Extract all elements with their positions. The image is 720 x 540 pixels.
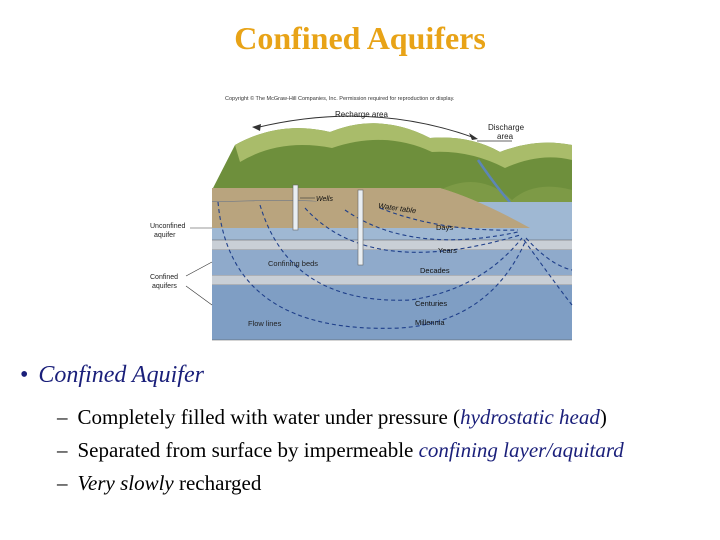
confining-bed-2 xyxy=(212,275,572,285)
unconfined-aquifer-label: Unconfined xyxy=(150,223,186,230)
flow-line-millennia xyxy=(217,201,527,329)
dash-icon: – xyxy=(57,438,68,462)
sub-bullet-2: –Separated from surface by impermeable c… xyxy=(57,438,624,462)
well-2 xyxy=(357,189,364,266)
main-bullet-text: Confined Aquifer xyxy=(38,362,204,388)
main-bullet: • Confined Aquifer xyxy=(20,362,710,389)
copyright-note: Copyright © The McGraw-Hill Companies, I… xyxy=(225,95,455,102)
recharge-arrow-right xyxy=(469,133,478,140)
days-label: Days xyxy=(436,223,453,232)
confined-aquifer-1 xyxy=(212,250,572,275)
dash-icon: – xyxy=(57,405,68,429)
page-title: Confined Aquifers xyxy=(234,20,486,56)
bullet-list: • Confined Aquifer –Completely filled wit… xyxy=(20,362,710,500)
decades-label: Decades xyxy=(420,266,450,275)
recharge-arc xyxy=(254,115,476,139)
millennia-label: Millennia xyxy=(415,318,445,327)
centuries-label: Centuries xyxy=(415,299,447,308)
dash-icon: – xyxy=(57,471,68,495)
well-1 xyxy=(292,184,299,231)
wells-label: Wells xyxy=(316,196,333,203)
soil-overlay xyxy=(212,188,530,228)
flow-lines xyxy=(217,201,573,329)
flow-lines-label: Flow lines xyxy=(248,319,282,328)
confined-aquifers-label: Confined xyxy=(150,274,178,281)
confined-aquifer-diagram: Copyright © The McGraw-Hill Companies, I… xyxy=(140,90,580,350)
sub-bullet-1: –Completely filled with water under pres… xyxy=(57,405,607,429)
recharge-area-label: Recharge area xyxy=(335,110,388,119)
diagram-svg: Copyright © The McGraw-Hill Companies, I… xyxy=(150,95,573,341)
unconfined-aquifer-label-2: aquifer xyxy=(154,232,176,239)
confining-beds-label: Confining beds xyxy=(268,259,318,268)
discharge-area-label: Discharge xyxy=(488,123,525,132)
years-label: Years xyxy=(438,246,457,255)
confining-bed-1 xyxy=(212,240,572,250)
hills-highlight xyxy=(235,123,572,168)
confined-aquifer-2 xyxy=(212,285,572,340)
flow-line-decades xyxy=(304,207,521,253)
recharge-arrow-left xyxy=(252,124,261,131)
discharge-area-label-2: area xyxy=(497,132,514,141)
flow-line-days xyxy=(379,207,519,231)
sub-bullet-3: –Very slowly recharged xyxy=(57,471,262,495)
confined-aquifers-label-2: aquifers xyxy=(152,283,177,290)
bullet-dot-icon: • xyxy=(20,362,29,388)
